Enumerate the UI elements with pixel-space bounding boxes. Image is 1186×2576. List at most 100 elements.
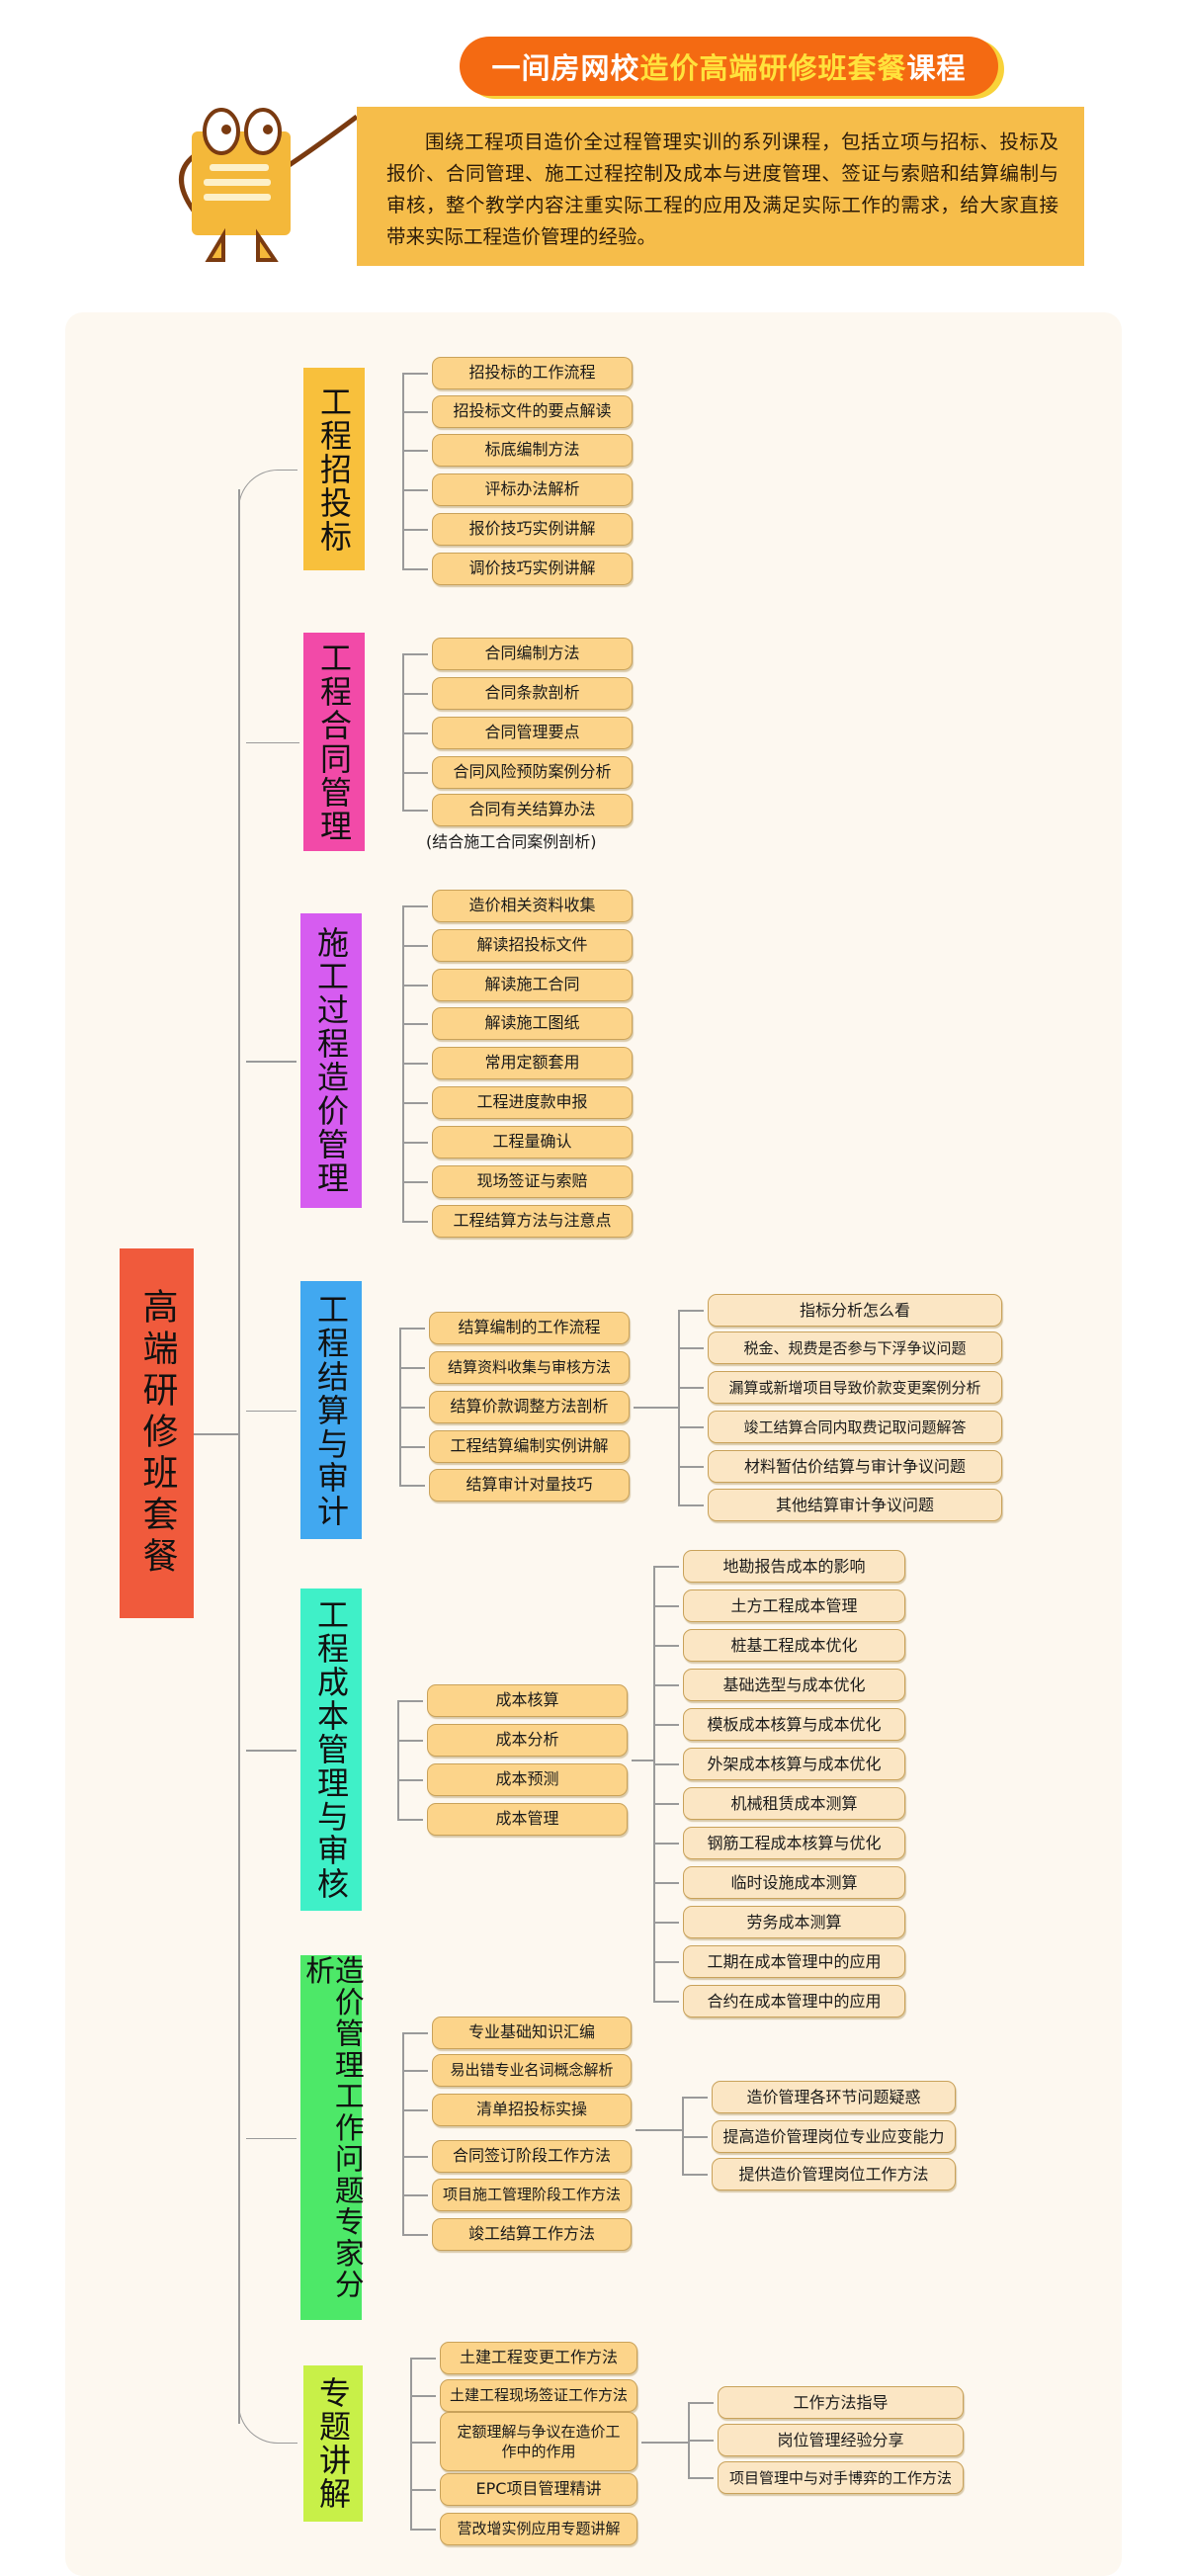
course-item[interactable]: 土建工程现场签证工作方法: [440, 2378, 637, 2412]
course-item[interactable]: 工程量确认: [432, 1125, 633, 1159]
connector-line: [402, 373, 404, 568]
course-subitem[interactable]: 劳务成本测算: [683, 1906, 905, 1938]
category-7[interactable]: 专题讲解: [303, 2365, 363, 2522]
course-item[interactable]: 结算编制的工作流程: [429, 1311, 630, 1344]
course-subitem[interactable]: 临时设施成本测算: [683, 1866, 905, 1899]
course-subitem[interactable]: 竣工结算合同内取费记取问题解答: [708, 1411, 1002, 1443]
connector-line: [653, 1843, 679, 1845]
course-subitem[interactable]: 指标分析怎么看: [708, 1294, 1002, 1327]
connector-line: [246, 1061, 296, 1063]
connector-line: [653, 1763, 679, 1765]
connector-line: [399, 1367, 425, 1369]
course-item[interactable]: 合同有关结算办法: [432, 793, 633, 826]
course-item[interactable]: 成本管理: [427, 1802, 628, 1836]
course-intro: 围绕工程项目造价全过程管理实训的系列课程，包括立项与招标、投标及报价、合同管理、…: [357, 107, 1084, 266]
root-node: 高端研修班套餐: [120, 1248, 194, 1618]
course-item[interactable]: 土建工程变更工作方法: [440, 2341, 637, 2374]
course-item[interactable]: 现场签证与索赔: [432, 1164, 633, 1198]
connector-line: [397, 1700, 423, 1702]
course-item[interactable]: 招投标文件的要点解读: [432, 394, 633, 428]
course-item[interactable]: 成本分析: [427, 1723, 628, 1757]
course-item[interactable]: 调价技巧实例讲解: [432, 552, 633, 585]
course-item[interactable]: 报价技巧实例讲解: [432, 512, 633, 546]
course-item[interactable]: 结算资料收集与审核方法: [429, 1350, 630, 1384]
course-subitem[interactable]: 材料暂估价结算与审计争议问题: [708, 1450, 1002, 1483]
course-subitem[interactable]: 提供造价管理岗位工作方法: [712, 2158, 956, 2190]
course-subitem[interactable]: 机械租赁成本测算: [683, 1787, 905, 1820]
course-item[interactable]: 评标办法解析: [432, 472, 633, 506]
course-item[interactable]: 清单招投标实操: [432, 2093, 632, 2126]
course-item[interactable]: EPC项目管理精讲: [440, 2472, 637, 2506]
course-item[interactable]: 定额理解与争议在造价工作中的作用: [440, 2412, 637, 2471]
connector-line: [688, 2402, 714, 2404]
course-item[interactable]: 营改增实例应用专题讲解: [440, 2512, 637, 2545]
connector-line: [635, 2129, 682, 2131]
course-item[interactable]: 成本核算: [427, 1683, 628, 1717]
course-subitem[interactable]: 造价管理各环节问题疑惑: [712, 2081, 956, 2113]
course-subitem[interactable]: 其他结算审计争议问题: [708, 1489, 1002, 1521]
course-subitem[interactable]: 地勘报告成本的影响: [683, 1550, 905, 1583]
course-item[interactable]: 项目施工管理阶段工作方法: [432, 2178, 632, 2211]
course-item[interactable]: 合同风险预防案例分析: [432, 755, 633, 789]
course-item[interactable]: 招投标的工作流程: [432, 356, 633, 389]
connector-line: [653, 1645, 679, 1647]
course-subitem[interactable]: 桩基工程成本优化: [683, 1629, 905, 1662]
course-subitem[interactable]: 基础选型与成本优化: [683, 1669, 905, 1701]
course-subitem[interactable]: 合约在成本管理中的应用: [683, 1985, 905, 2018]
connector-line: [397, 1819, 423, 1821]
connector-line: [194, 1433, 238, 1435]
connector-line: [402, 529, 428, 531]
course-item[interactable]: 解读施工合同: [432, 968, 633, 1001]
connector-line: [410, 2442, 436, 2444]
category-2[interactable]: 工程合同管理: [303, 633, 365, 851]
course-item[interactable]: 解读招投标文件: [432, 928, 633, 962]
category-4[interactable]: 工程结算与审计: [300, 1281, 362, 1539]
course-item[interactable]: 合同管理要点: [432, 716, 633, 749]
connector-line: [402, 568, 428, 570]
connector-line: [246, 2137, 296, 2139]
course-item[interactable]: 工程结算编制实例讲解: [429, 1429, 630, 1463]
course-item[interactable]: 结算审计对量技巧: [429, 1468, 630, 1502]
category-3[interactable]: 施工过程造价管理: [300, 913, 362, 1208]
course-item[interactable]: 竣工结算工作方法: [432, 2217, 632, 2251]
course-subitem[interactable]: 模板成本核算与成本优化: [683, 1708, 905, 1741]
connector-line: [402, 653, 404, 810]
connector-line: [402, 1221, 428, 1223]
course-item[interactable]: 解读施工图纸: [432, 1006, 633, 1040]
connector-line: [397, 1700, 399, 1819]
course-item[interactable]: 合同条款剖析: [432, 676, 633, 710]
course-item[interactable]: 成本预测: [427, 1762, 628, 1796]
course-subitem[interactable]: 钢筋工程成本核算与优化: [683, 1827, 905, 1859]
category-5[interactable]: 工程成本管理与审核: [300, 1589, 362, 1911]
connector-line: [678, 1466, 704, 1468]
course-subitem[interactable]: 岗位管理经验分享: [718, 2424, 964, 2456]
course-item[interactable]: 造价相关资料收集: [432, 889, 633, 922]
course-item[interactable]: 工程进度款申报: [432, 1085, 633, 1119]
connector-line: [402, 2194, 428, 2196]
connector-line: [402, 2032, 428, 2034]
course-item[interactable]: 合同签订阶段工作方法: [432, 2139, 632, 2173]
course-item[interactable]: 合同编制方法: [432, 637, 633, 670]
category-1[interactable]: 工程招投标: [303, 368, 365, 570]
connector-line: [402, 2109, 428, 2111]
connector-line: [678, 1426, 704, 1428]
connector-line: [682, 2097, 684, 2174]
course-subitem[interactable]: 税金、规费是否参与下浮争议问题: [708, 1331, 1002, 1364]
connector-line: [632, 1760, 653, 1761]
course-item[interactable]: 易出错专业名词概念解析: [432, 2053, 632, 2087]
category-6[interactable]: 造价管理工作问题专家分析: [299, 1955, 364, 2320]
connector-line: [397, 1740, 423, 1742]
course-item[interactable]: 常用定额套用: [432, 1046, 633, 1079]
course-subitem[interactable]: 土方工程成本管理: [683, 1589, 905, 1622]
course-subitem[interactable]: 提高造价管理岗位专业应变能力: [712, 2120, 956, 2153]
course-item[interactable]: 标底编制方法: [432, 433, 633, 467]
course-subitem[interactable]: 工作方法指导: [718, 2386, 964, 2419]
course-item[interactable]: 工程结算方法与注意点: [432, 1204, 633, 1238]
course-subitem[interactable]: 外架成本核算与成本优化: [683, 1748, 905, 1780]
course-subitem[interactable]: 漏算或新增项目导致价款变更案例分析: [708, 1371, 1002, 1404]
connector-line: [402, 653, 428, 655]
course-item[interactable]: 专业基础知识汇编: [432, 2016, 632, 2049]
course-subitem[interactable]: 项目管理中与对手博弈的工作方法: [718, 2461, 964, 2494]
course-item[interactable]: 结算价款调整方法剖析: [429, 1390, 630, 1423]
course-subitem[interactable]: 工期在成本管理中的应用: [683, 1945, 905, 1978]
